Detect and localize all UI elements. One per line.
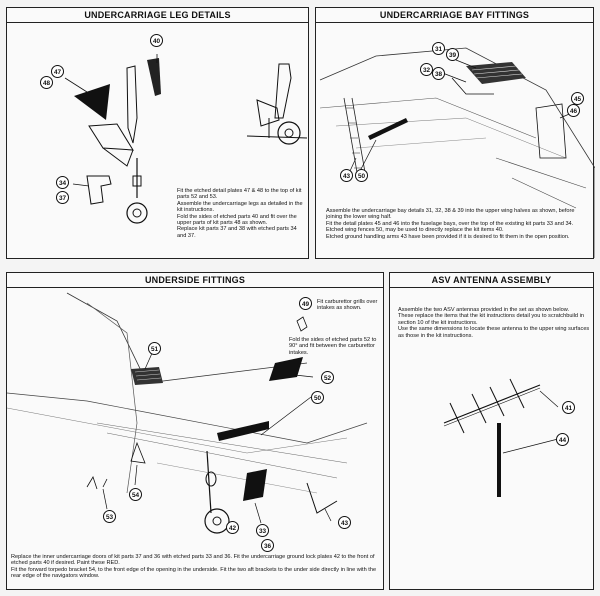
panel-title: UNDERSIDE FITTINGS xyxy=(7,273,383,288)
antenna-illustration xyxy=(443,378,559,497)
callout-40: 40 xyxy=(150,34,163,47)
panel-undercarriage-bay: UNDERCARRIAGE BAY FITTINGS 31 39 32 38 4… xyxy=(315,7,595,259)
callout-44: 44 xyxy=(556,433,569,446)
panel-undercarriage-leg: UNDERCARRIAGE LEG DETAILS 40 47 48 34 37… xyxy=(6,7,309,259)
leg-instructions: Fit the etched detail plates 47 & 48 to … xyxy=(177,188,303,239)
panel-title: UNDERCARRIAGE LEG DETAILS xyxy=(7,8,308,23)
callout-54: 54 xyxy=(129,488,142,501)
callout-39: 39 xyxy=(446,48,459,61)
panel-title: UNDERCARRIAGE BAY FITTINGS xyxy=(316,8,593,23)
callout-33: 33 xyxy=(256,524,269,537)
callout-38: 38 xyxy=(432,67,445,80)
bay-instructions: Assemble the undercarriage bay details 3… xyxy=(326,208,575,240)
panel-title: ASV ANTENNA ASSEMBLY xyxy=(390,273,593,288)
leg-illustration xyxy=(64,54,308,224)
callout-46: 46 xyxy=(567,104,580,117)
underside-illustration xyxy=(7,292,368,534)
callout-49: 49 xyxy=(299,297,312,310)
callout-43: 43 xyxy=(340,169,353,182)
carburettor-fold-note: Fold the sides of etched parts 52 to 90°… xyxy=(289,337,377,356)
bay-illustration xyxy=(319,47,595,258)
carburettor-grill-note: Fit carburettor grills over intakes as s… xyxy=(317,299,378,312)
callout-50: 50 xyxy=(355,169,368,182)
callout-50: 50 xyxy=(311,391,324,404)
callout-47: 47 xyxy=(51,65,64,78)
underside-instructions: Replace the inner undercarriage doors of… xyxy=(11,554,377,580)
panel-underside-fittings: UNDERSIDE FITTINGS xyxy=(6,272,384,590)
panel-asv-antenna: ASV ANTENNA ASSEMBLY Assemble the two AS… xyxy=(389,272,594,590)
callout-36: 36 xyxy=(261,539,274,552)
callout-51: 51 xyxy=(148,342,161,355)
callout-43: 43 xyxy=(338,516,351,529)
callout-48: 48 xyxy=(40,76,53,89)
callout-37: 37 xyxy=(56,191,69,204)
callout-52: 52 xyxy=(321,371,334,384)
callout-53: 53 xyxy=(103,510,116,523)
callout-41: 41 xyxy=(562,401,575,414)
antenna-instructions: Assemble the two ASV antennas provided i… xyxy=(398,307,590,339)
callout-31: 31 xyxy=(432,42,445,55)
callout-42: 42 xyxy=(226,521,239,534)
callout-34: 34 xyxy=(56,176,69,189)
